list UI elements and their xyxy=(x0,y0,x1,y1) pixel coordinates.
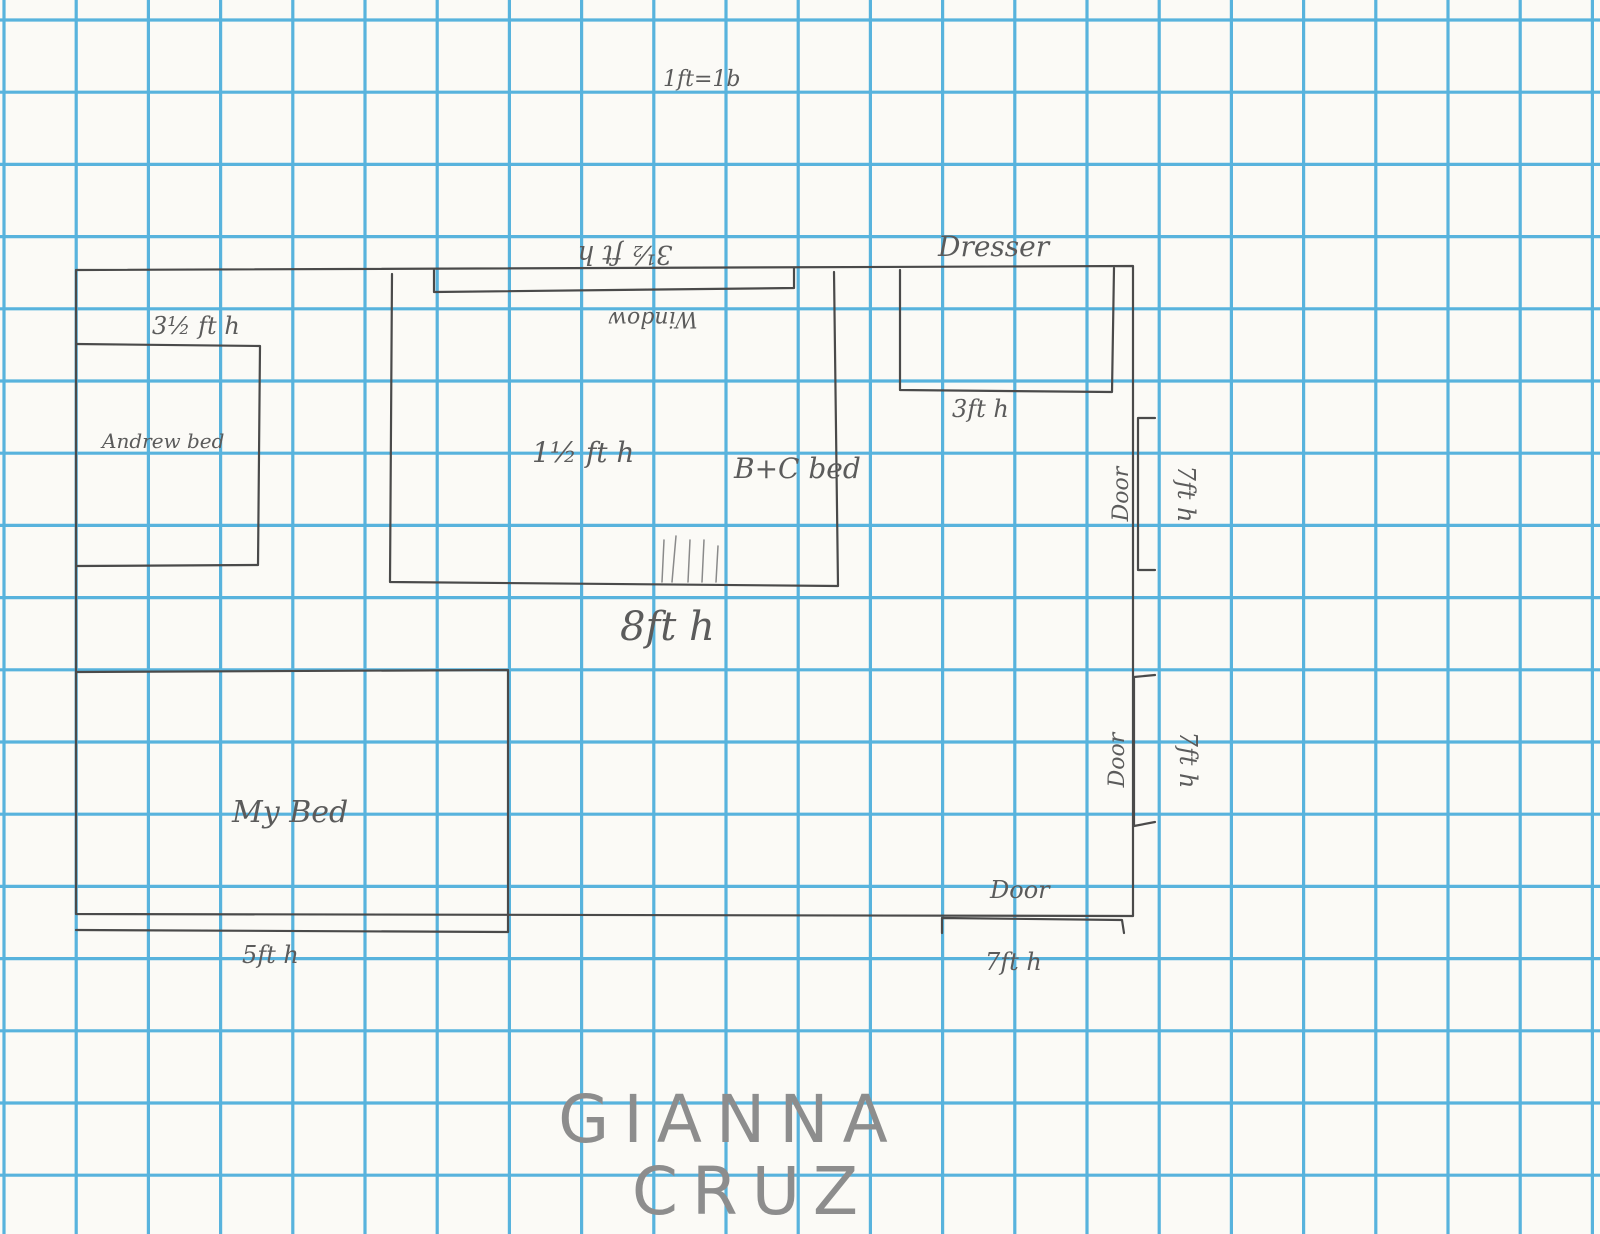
andrew-bed-shape xyxy=(74,342,262,568)
door-3-label: Door xyxy=(989,876,1051,904)
door-2-label: Door xyxy=(1105,731,1130,788)
andrew-bed-label: Andrew bed xyxy=(100,429,224,453)
window-dimension: 3½ ft h xyxy=(577,239,672,269)
my-bed-dimension: 5ft h xyxy=(242,941,299,969)
my-bed-shape xyxy=(74,668,510,934)
door-1-dimension: 7ft h xyxy=(1172,466,1200,523)
door-3-shape xyxy=(940,916,1126,935)
my-bed-label: My Bed xyxy=(231,795,348,830)
dresser-shape xyxy=(898,266,1116,394)
door-1-shape xyxy=(1136,416,1157,572)
dresser-dimension: 3ft h xyxy=(952,395,1009,423)
door-1-label: Door xyxy=(1109,465,1134,522)
door-3-dimension: 7ft h xyxy=(985,948,1042,976)
door-2-dimension: 7ft h xyxy=(1174,732,1202,789)
bc-bed-pillow-marks xyxy=(661,535,719,583)
window-shape xyxy=(432,266,796,294)
andrew-bed-dimension: 3½ ft h xyxy=(152,312,240,340)
bc-bed-width: 8ft h xyxy=(620,604,715,650)
bc-bed-label: B+C bed xyxy=(733,452,861,485)
author-first-name: GIANNA xyxy=(558,1081,902,1158)
window-label: Window xyxy=(608,306,698,331)
bc-bed-shape xyxy=(388,270,840,588)
dresser-label: Dresser xyxy=(937,230,1051,263)
scale-note: 1ft=1b xyxy=(663,67,741,92)
bc-bed-dimension: 1½ ft h xyxy=(532,436,634,469)
room-wall-outline xyxy=(74,264,1135,918)
author-last-name: CRUZ xyxy=(632,1153,872,1230)
door-2-shape xyxy=(1132,673,1157,828)
